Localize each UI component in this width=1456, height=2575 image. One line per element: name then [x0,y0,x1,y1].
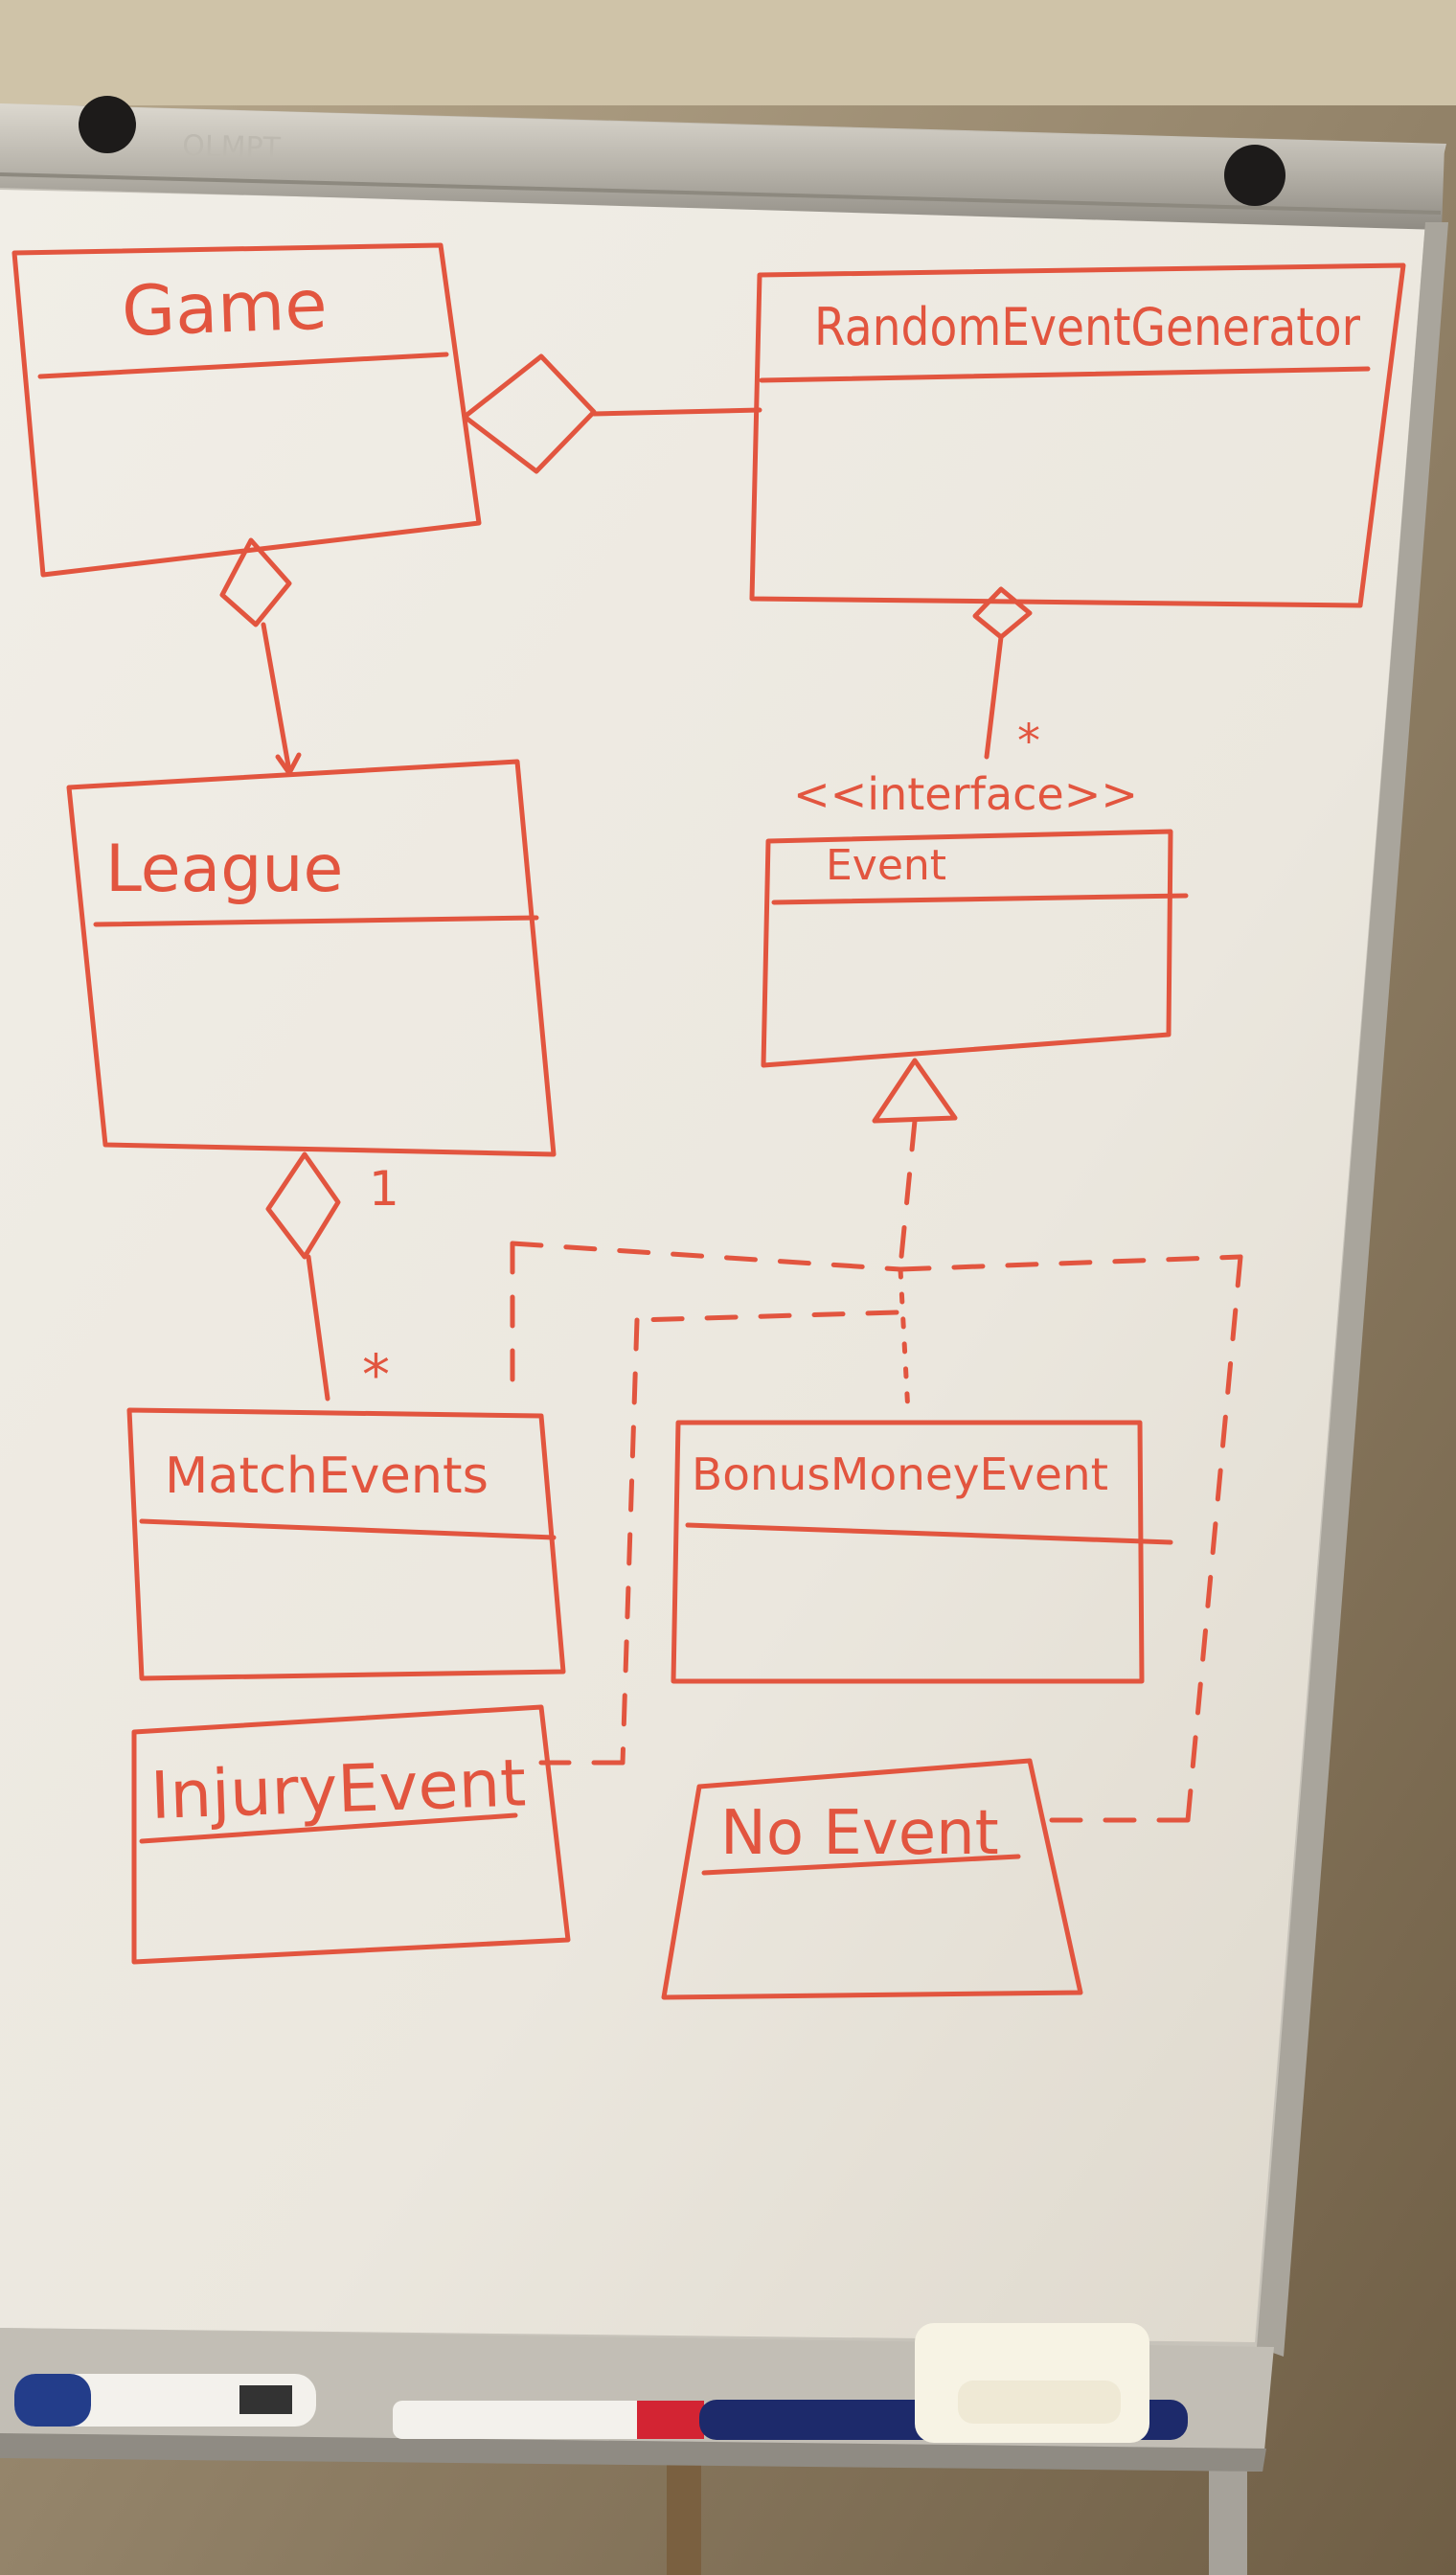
top-rail-groove [0,172,1442,215]
class-match-events: MatchEvents [126,1407,566,1681]
class-injury-event: InjuryEvent [131,1704,571,1965]
multiplicity-league-one: 1 [369,1161,399,1217]
faint-header-text: OLMPT [182,129,282,166]
class-injury-event-name: InjuryEvent [149,1745,528,1834]
class-random-event-generator-name: RandomEventGenerator [814,297,1361,357]
right-rail [1257,222,1448,2357]
class-event-name: Event [826,841,946,890]
uml-diagram: Game RandomEventGenerator League [11,242,1406,2000]
multiplicity-matchevents-many: * [362,1342,390,1407]
class-bonus-money-event-name: BonusMoneyEvent [692,1448,1108,1500]
red-marker [393,2401,699,2439]
class-league: League [66,759,557,1157]
multiplicity-event-many: * [1017,715,1040,768]
realization-lines [510,1118,1243,1823]
magnet-left [79,96,136,153]
aggregation-league-matchevents: 1 * [265,1151,399,1407]
easel-leg-left [667,2452,701,2575]
class-league-name: League [105,832,343,907]
board-surface [0,190,1425,2342]
magnet-right [1224,145,1285,206]
class-no-event-name: No Event [720,1798,999,1869]
class-game: Game [11,242,482,578]
aggregation-generator-event: * [972,586,1040,768]
top-rail [0,103,1445,230]
aggregation-game-generator [462,353,762,474]
blue-marker-cap [14,2374,91,2427]
blue-marker-label [239,2385,292,2414]
eraser-grip [958,2381,1121,2424]
marker-tray-lip [0,2433,1266,2472]
class-game-name: Game [121,264,329,352]
class-event: <<interface>> Event [761,768,1189,1068]
event-stereotype: <<interface>> [793,768,1138,820]
class-match-events-name: MatchEvents [165,1447,489,1505]
red-marker-cap [637,2401,704,2439]
class-no-event: No Event [661,1758,1083,2000]
upper-wall [0,0,1456,105]
class-random-event-generator: RandomEventGenerator [749,262,1406,608]
class-bonus-money-event: BonusMoneyEvent [671,1420,1173,1684]
